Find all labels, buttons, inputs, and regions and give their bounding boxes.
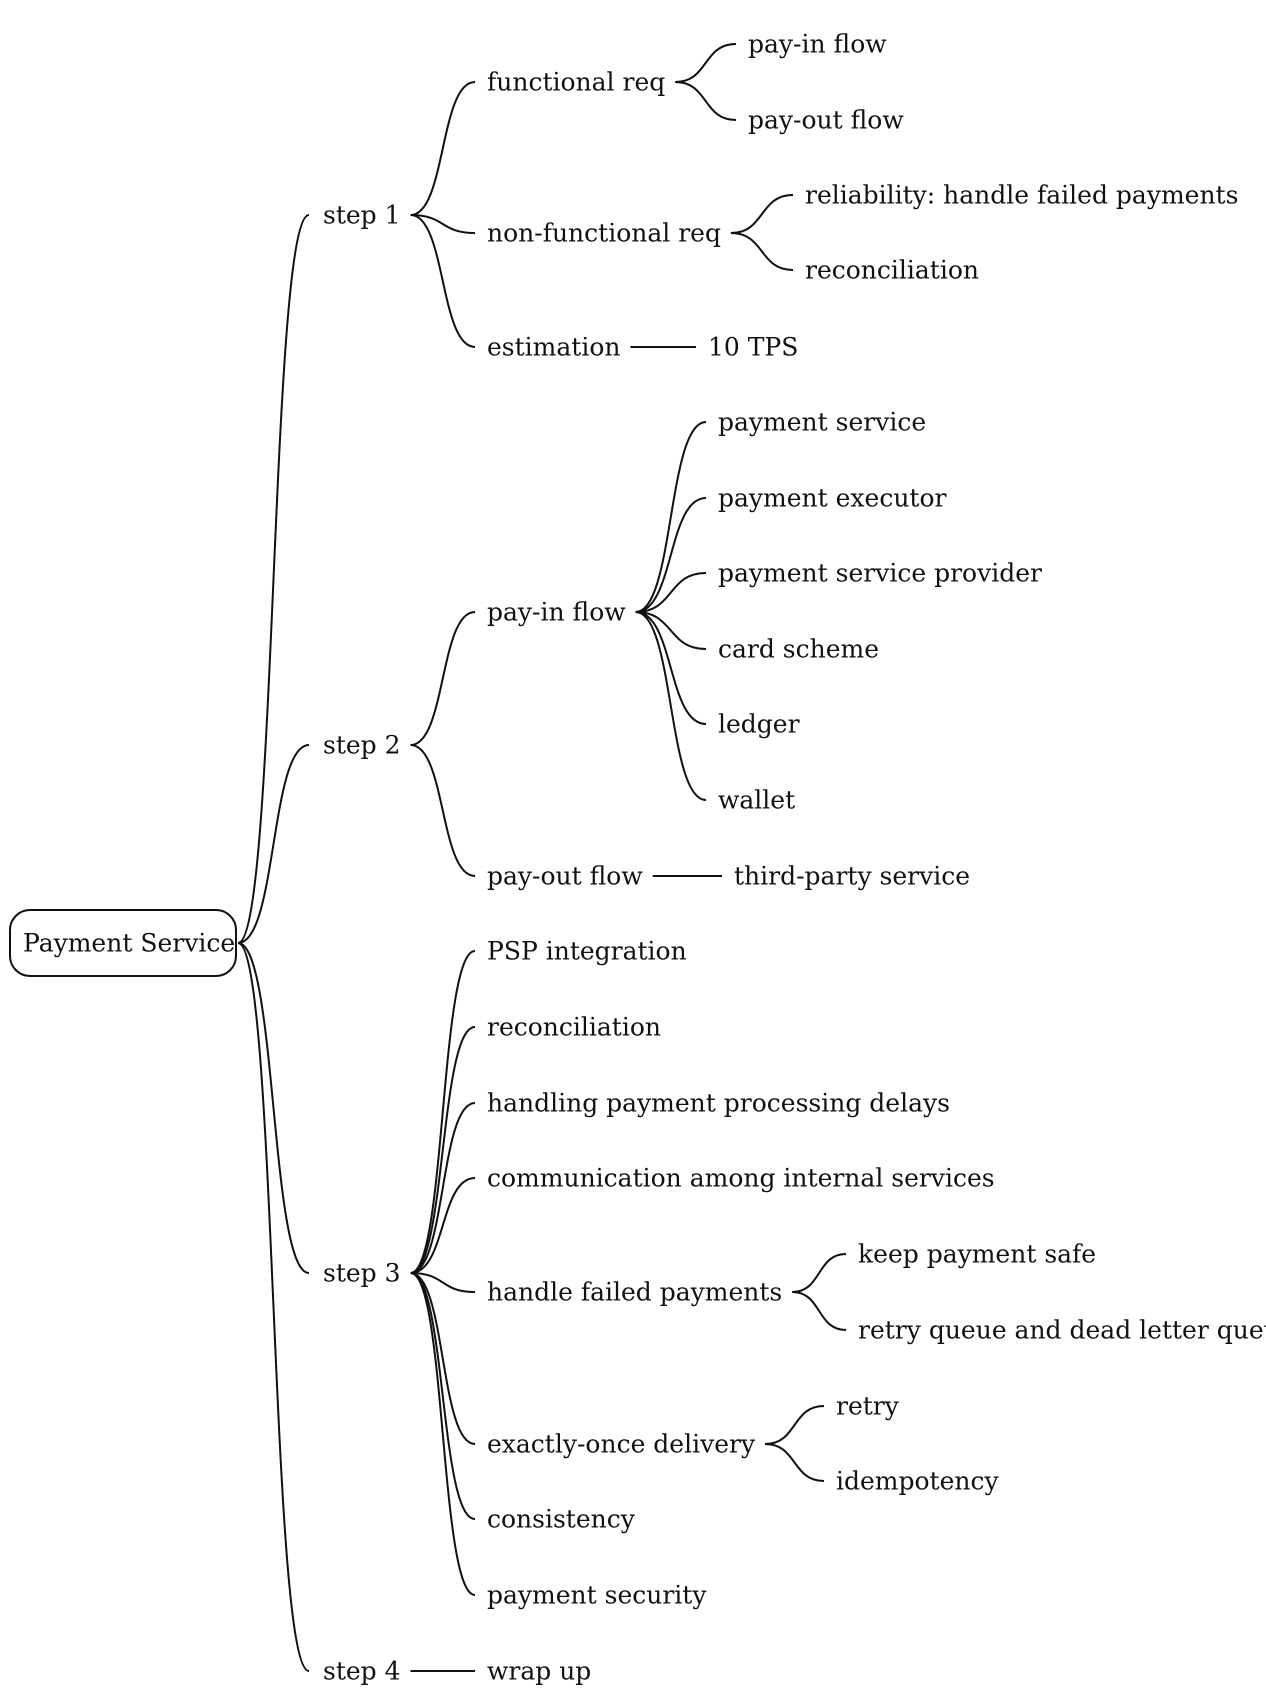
edge-exactly-once-delivery-to-idempotency — [765, 1443, 825, 1482]
node-step-4: step 4 — [323, 1657, 401, 1686]
edge-step-3-to-communication-among-internal-services — [410, 1177, 476, 1274]
edge-step-1-to-non-functional-req — [410, 214, 476, 234]
edge-step-2-to-pay-in-flow — [410, 611, 476, 746]
node-consistency: consistency — [487, 1505, 636, 1534]
edge-non-functional-req-to-reliability-handle-failed-payments — [730, 194, 794, 234]
node-ledger: ledger — [718, 710, 800, 739]
edge-functional-req-to-pay-in-flow — [675, 43, 737, 83]
edge-root-to-step-3 — [237, 942, 310, 1274]
edge-step-3-to-consistency — [410, 1272, 476, 1520]
edge-root-to-step-2 — [237, 744, 310, 944]
edge-step-3-to-payment-security — [410, 1272, 476, 1596]
edge-pay-in-flow-to-card-scheme — [635, 611, 707, 650]
node-idempotency: idempotency — [836, 1467, 999, 1496]
edge-handle-failed-payments-to-keep-payment-safe — [792, 1253, 847, 1293]
node-pay-out-flow: pay-out flow — [748, 106, 904, 135]
node-pay-in-flow: pay-in flow — [748, 30, 887, 59]
node-handling-payment-processing-delays: handling payment processing delays — [487, 1089, 950, 1118]
edge-step-1-to-estimation — [410, 214, 476, 348]
edge-handle-failed-payments-to-retry-queue-and-dead-letter-queue — [792, 1291, 847, 1331]
node-third-party-service: third-party service — [734, 862, 970, 891]
root-node-label: Payment Service — [23, 929, 235, 958]
edge-step-3-to-handling-payment-processing-delays — [410, 1102, 476, 1274]
node-estimation: estimation — [487, 333, 620, 362]
node-reconciliation: reconciliation — [805, 256, 979, 285]
edge-pay-in-flow-to-payment-executor — [635, 497, 707, 613]
node-step-3: step 3 — [323, 1259, 401, 1288]
node-payment-executor: payment executor — [718, 484, 947, 513]
edge-pay-in-flow-to-payment-service — [635, 421, 707, 613]
node-step-2: step 2 — [323, 731, 401, 760]
edge-step-3-to-psp-integration — [410, 950, 476, 1274]
node-exactly-once-delivery: exactly-once delivery — [487, 1430, 756, 1459]
node-10-tps: 10 TPS — [708, 333, 798, 362]
edge-step-3-to-handle-failed-payments — [410, 1272, 476, 1293]
root-node-box — [9, 909, 237, 977]
node-wallet: wallet — [718, 786, 795, 815]
mindmap-nodes: Payment Service step 1 functional req pay-… — [23, 30, 1266, 1686]
edge-pay-in-flow-to-ledger — [635, 611, 707, 725]
edge-root-to-step-1 — [237, 214, 310, 944]
edge-pay-in-flow-to-wallet — [635, 611, 707, 801]
edge-step-3-to-reconciliation — [410, 1026, 476, 1274]
node-wrap-up: wrap up — [487, 1657, 591, 1686]
node-step-1: step 1 — [323, 201, 401, 230]
node-non-functional-req: non-functional req — [487, 219, 721, 248]
node-reconciliation: reconciliation — [487, 1013, 661, 1042]
node-handle-failed-payments: handle failed payments — [487, 1278, 782, 1307]
node-reliability-handle-failed-payments: reliability: handle failed payments — [805, 181, 1238, 210]
node-communication-among-internal-services: communication among internal services — [487, 1164, 995, 1193]
node-payment-service-provider: payment service provider — [718, 559, 1042, 588]
edge-step-1-to-functional-req — [410, 81, 476, 216]
edge-functional-req-to-pay-out-flow — [675, 81, 737, 121]
edge-root-to-step-4 — [237, 942, 310, 1672]
node-payment-security: payment security — [487, 1581, 707, 1610]
edge-exactly-once-delivery-to-retry — [765, 1405, 825, 1445]
edge-pay-in-flow-to-payment-service-provider — [635, 572, 707, 613]
node-pay-out-flow: pay-out flow — [487, 862, 643, 891]
node-functional-req: functional req — [487, 68, 665, 97]
node-payment-service: payment service — [718, 408, 926, 437]
node-keep-payment-safe: keep payment safe — [858, 1240, 1096, 1269]
edge-step-2-to-pay-out-flow — [410, 744, 476, 877]
node-card-scheme: card scheme — [718, 635, 879, 664]
node-retry-queue-and-dead-letter-queue: retry queue and dead letter queue — [858, 1316, 1266, 1345]
mindmap-connectors — [237, 43, 847, 1672]
node-retry: retry — [836, 1392, 900, 1421]
node-psp-integration: PSP integration — [487, 937, 687, 966]
edge-non-functional-req-to-reconciliation — [730, 232, 794, 271]
edge-step-3-to-exactly-once-delivery — [410, 1272, 476, 1445]
node-pay-in-flow: pay-in flow — [487, 598, 626, 627]
